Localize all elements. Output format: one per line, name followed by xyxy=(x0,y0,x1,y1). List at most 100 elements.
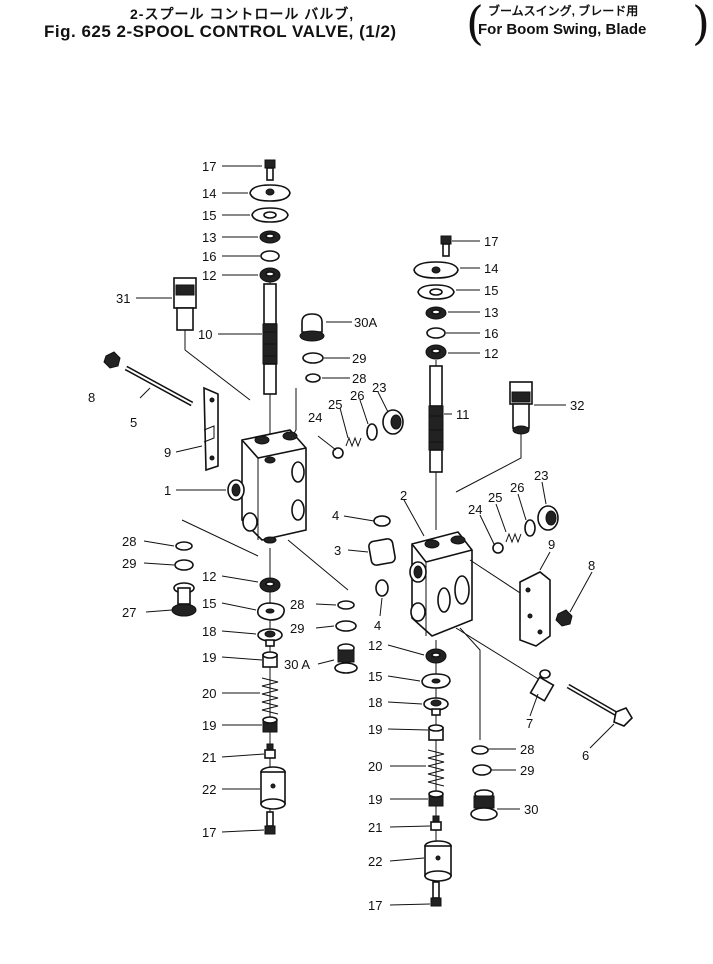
label-12: 12 xyxy=(484,346,498,361)
right-paren: ) xyxy=(692,0,710,50)
part-10-spool-left xyxy=(262,283,278,395)
left-spool-assembly xyxy=(103,159,404,835)
label-28: 28 xyxy=(352,371,366,386)
part-21-bolt-right xyxy=(430,815,442,831)
part-26-ring-left xyxy=(366,423,378,441)
left-paren: ( xyxy=(466,0,484,50)
part-28-oring-top-left xyxy=(305,373,321,383)
label-19: 19 xyxy=(202,650,216,665)
part-3-gasket xyxy=(368,538,396,566)
label-12: 12 xyxy=(202,569,216,584)
label-28: 28 xyxy=(520,742,534,757)
part-14-flange-left xyxy=(249,184,291,202)
part-30-plug-right xyxy=(470,789,498,821)
part-17-bolt-top-left xyxy=(264,159,276,181)
label-11: 11 xyxy=(456,407,470,422)
label-25: 25 xyxy=(488,490,502,505)
part-1-valve-body-left xyxy=(227,429,307,544)
label-31: 31 xyxy=(116,291,130,306)
label-14: 14 xyxy=(484,261,498,276)
part-17-bolt-bottom-right xyxy=(430,881,442,907)
part-15-gasket-left xyxy=(251,207,289,223)
part-29-oring-right xyxy=(472,764,492,776)
label-16: 16 xyxy=(484,326,498,341)
part-32-relief-valve xyxy=(455,381,533,493)
part-19-seat-right-lower xyxy=(428,790,444,807)
part-25-spring-right xyxy=(505,532,522,544)
part-31-relief-valve xyxy=(173,277,251,401)
part-9-bracket-left xyxy=(203,386,219,472)
label-29: 29 xyxy=(520,763,534,778)
label-21: 21 xyxy=(202,750,216,765)
part-4-oring-upper xyxy=(373,515,391,527)
label-23: 23 xyxy=(534,468,548,483)
part-22-cap-right xyxy=(424,840,452,882)
part-15-gasket-right-lower xyxy=(421,673,451,689)
title-english: Fig. 625 2-SPOOL CONTROL VALVE, (1/2) xyxy=(44,22,397,41)
label-13: 13 xyxy=(202,230,216,245)
label-10: 10 xyxy=(198,327,212,342)
part-19-seat-right-upper xyxy=(428,724,444,741)
label-29: 29 xyxy=(352,351,366,366)
part-2-valve-body-right xyxy=(409,531,473,637)
part-13-seal-right xyxy=(425,306,447,320)
part-8-nut-left xyxy=(103,351,121,369)
label-16: 16 xyxy=(202,249,216,264)
label-32: 32 xyxy=(570,398,584,413)
part-21-bolt-left xyxy=(264,743,276,759)
label-13: 13 xyxy=(484,305,498,320)
part-25-spring-left xyxy=(345,436,362,448)
part-14-flange-right xyxy=(413,261,459,279)
part-29-oring-lower-right xyxy=(335,620,357,632)
part-12-seal-left-top xyxy=(259,267,281,283)
part-19-seat-left-upper xyxy=(262,651,278,668)
part-18-retainer-right xyxy=(423,697,449,716)
label-1: 1 xyxy=(164,483,171,498)
label-15: 15 xyxy=(368,669,382,684)
subtitle-box: ( ブームスイング, ブレード用 For Boom Swing, Blade ) xyxy=(466,0,710,50)
part-16-ring-right xyxy=(426,327,446,339)
subtitle-japanese: ブームスイング, ブレード用 xyxy=(488,4,639,18)
label-18: 18 xyxy=(202,624,216,639)
part-18-retainer-left xyxy=(257,628,283,647)
part-20-spring-left xyxy=(261,677,279,715)
part-17-bolt-bottom-left xyxy=(264,811,276,835)
part-16-ring-left xyxy=(260,250,280,262)
part-8-nut-right xyxy=(555,609,573,627)
part-24-ball-right xyxy=(492,542,504,554)
label-19: 19 xyxy=(202,718,216,733)
label-22: 22 xyxy=(368,854,382,869)
label-24: 24 xyxy=(468,502,482,517)
label-19: 19 xyxy=(368,722,382,737)
label-3: 3 xyxy=(334,543,341,558)
part-28-oring-lower-right xyxy=(337,600,355,610)
part-30A-plug-top-left xyxy=(299,313,325,342)
label-15: 15 xyxy=(484,283,498,298)
label-17: 17 xyxy=(202,159,216,174)
label-25: 25 xyxy=(328,397,342,412)
part-26-ring-right xyxy=(524,519,536,537)
part-9-bracket-right xyxy=(519,571,551,647)
subtitle-english: For Boom Swing, Blade xyxy=(478,21,647,38)
label-30A: 30 A xyxy=(284,657,310,672)
part-30A-plug-lower-left xyxy=(334,643,358,674)
part-19-seat-left-lower xyxy=(262,716,278,733)
label-19: 19 xyxy=(368,792,382,807)
label-2: 2 xyxy=(400,488,407,503)
part-5-tie-rod xyxy=(124,365,194,407)
part-29-oring-lower-left xyxy=(174,559,194,571)
label-27: 27 xyxy=(122,605,136,620)
part-29-oring-top-left xyxy=(302,352,324,364)
part-27-plug xyxy=(171,582,197,617)
label-17: 17 xyxy=(484,234,498,249)
label-5: 5 xyxy=(130,415,137,430)
label-6: 6 xyxy=(582,748,589,763)
label-17: 17 xyxy=(202,825,216,840)
part-12-seal-right-top xyxy=(425,344,447,360)
label-20: 20 xyxy=(368,759,382,774)
label-15: 15 xyxy=(202,208,216,223)
part-23-plug-left xyxy=(382,409,404,435)
label-9: 9 xyxy=(164,445,171,460)
part-12-seal-right-lower xyxy=(425,648,447,664)
